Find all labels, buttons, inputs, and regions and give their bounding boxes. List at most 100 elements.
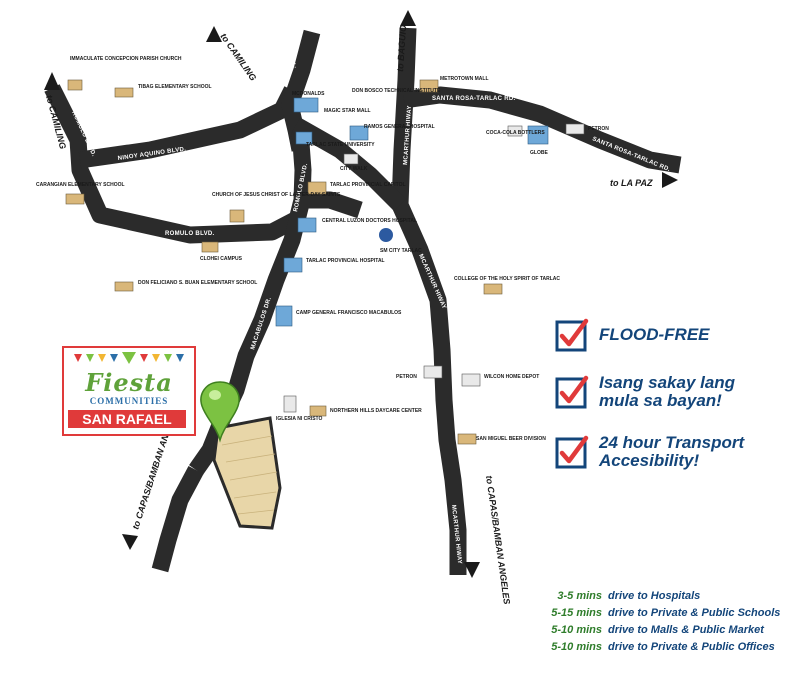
lot-line <box>225 453 276 463</box>
time-desc: drive to Malls & Public Market <box>608 624 764 636</box>
site-lot <box>212 416 282 530</box>
road-label-mcarthur-top: MCARTHUR HIWAY <box>403 105 413 165</box>
time-row: 3-5 mins drive to Hospitals <box>520 588 790 605</box>
road-santa-rosa <box>402 86 682 174</box>
time-row: 5-15 mins drive to Private & Public Scho… <box>520 605 790 622</box>
landmark-buildings <box>65 79 585 445</box>
building-icon <box>283 257 303 273</box>
time-value: 3-5 mins <box>557 590 602 602</box>
lm-petron-bottom: PETRON <box>396 374 417 380</box>
building-icon <box>201 241 219 253</box>
lm-city-walk: CITY WALK <box>340 166 368 172</box>
building-icon <box>114 87 134 98</box>
building-icon <box>419 79 439 93</box>
dest-capas-right: to CAPAS/BAMBAN ANGELES <box>484 475 512 605</box>
feature-flood-free: FLOOD-FREE <box>555 318 710 352</box>
lm-metrotown: METROTOWN MALL <box>440 76 489 82</box>
building-icon <box>307 181 327 195</box>
lm-mcdonalds: MCDONALDS <box>292 91 325 97</box>
lot-line <box>233 491 277 499</box>
building-icon <box>457 433 477 445</box>
lm-immaculate: IMMACULATE CONCEPCION PARISH CHURCH <box>70 56 182 62</box>
road-label-romulo-mid: ROMULO BLVD. <box>165 231 215 237</box>
time-value: 5-10 mins <box>551 641 602 653</box>
lm-sm: SM CITY TARLAC <box>380 248 422 254</box>
building-icon <box>297 217 317 233</box>
time-row: 5-10 mins drive to Malls & Public Market <box>520 622 790 639</box>
road-macabulos <box>151 466 204 573</box>
arrow-camiling-top-icon <box>206 26 222 42</box>
building-icon <box>423 365 443 379</box>
logo-subtitle: COMMUNITIES <box>89 396 169 406</box>
building-icon <box>283 395 297 413</box>
building-icon <box>565 123 585 135</box>
lm-clchs: CENTRAL LUZON DOCTORS HOSPITAL <box>322 218 417 224</box>
lm-tsu: TARLAC STATE UNIVERSITY <box>306 142 375 148</box>
building-icon <box>114 281 134 292</box>
feature-isang-sakay: Isang sakay lang mula sa bayan! <box>555 374 759 410</box>
time-desc: drive to Hospitals <box>608 590 701 602</box>
road-label-santa-rosa-top: SANTA ROSA-TARLAC RD. <box>432 96 516 102</box>
lm-petron-top: PETRON <box>588 126 609 132</box>
lm-capitol: TARLAC PROVINCIAL CAPITOL <box>330 182 406 188</box>
lm-coca-cola: COCA-COLA BOTTLERS <box>486 130 545 136</box>
lm-globe: GLOBE <box>530 150 548 156</box>
arrow-capas-right-icon <box>464 562 480 578</box>
lm-church-jesus: CHURCH OF JESUS CHRIST OF LATTER-DAY SAI… <box>212 192 341 198</box>
building-icon <box>275 305 293 327</box>
lm-tph: TARLAC PROVINCIAL HOSPITAL <box>306 258 385 264</box>
building-icon <box>295 131 313 145</box>
building-icon <box>507 125 523 137</box>
lm-don-bosco: DON BOSCO TECHNICAL INSTITUTE <box>352 88 441 94</box>
checkbox-checked-icon <box>555 435 589 469</box>
building-icon <box>229 209 245 223</box>
building-icon <box>309 405 327 417</box>
time-value: 5-15 mins <box>551 607 602 619</box>
time-row: 5-10 mins drive to Private & Public Offi… <box>520 639 790 656</box>
checkbox-checked-icon <box>555 318 589 352</box>
building-icon <box>483 283 503 295</box>
arrow-baguio-icon <box>400 10 416 26</box>
time-desc: drive to Private & Public Schools <box>608 607 781 619</box>
building-icon <box>65 193 85 205</box>
road-capitol <box>302 191 363 219</box>
feature-transport: 24 hour Transport Accesibility! <box>555 434 779 470</box>
lm-sanmig: SAN MIGUEL BEER DIVISION <box>476 436 546 442</box>
logo-location: SAN RAFAEL <box>68 410 186 428</box>
road-label-burgos: F. BURGOS ST. <box>251 48 297 70</box>
lm-wilcon: WILCON HOME DEPOT <box>484 374 539 380</box>
location-pin-icon <box>200 381 240 443</box>
checkbox-checked-icon <box>555 375 589 409</box>
lm-magic-star: MAGIC STAR MALL <box>324 108 371 114</box>
road-mcarthur <box>391 27 467 575</box>
building-icon <box>343 153 359 165</box>
travel-times: 3-5 mins drive to Hospitals 5-15 mins dr… <box>520 588 790 656</box>
dest-la-paz: to LA PAZ <box>610 178 653 188</box>
building-icon <box>349 125 369 141</box>
lm-don-feliciano: DON FELICIANO S. BUAN ELEMENTARY SCHOOL <box>138 280 257 286</box>
time-desc: drive to Private & Public Offices <box>608 641 775 653</box>
feature-label: FLOOD-FREE <box>599 325 710 344</box>
dest-baguio: to BAGUIO <box>395 25 408 73</box>
building-icon <box>293 97 319 113</box>
lot-line <box>229 471 278 481</box>
lm-northern-hills: NORTHERN HILLS DAYCARE CENTER <box>330 408 422 414</box>
lot-line <box>237 509 275 515</box>
lm-carangian: CARANGIAN ELEMENTARY SCHOOL <box>36 182 125 188</box>
fiesta-logo: Fiesta COMMUNITIES SAN RAFAEL <box>62 346 196 436</box>
lot-line <box>221 435 273 446</box>
arrow-la-paz-icon <box>662 172 678 188</box>
building-icon <box>527 125 549 145</box>
lm-ramos: RAMOS GENERAL HOSPITAL <box>364 124 435 130</box>
lm-holy-spirit: COLLEGE OF THE HOLY SPIRIT OF TARLAC <box>454 276 560 282</box>
road-romulo-left <box>44 84 299 244</box>
building-icon <box>461 373 481 387</box>
lm-tibag: TIBAG ELEMENTARY SCHOOL <box>138 84 212 90</box>
logo-wordmark: Fiesta <box>85 368 173 397</box>
feature-label: Isang sakay lang mula sa bayan! <box>599 373 736 410</box>
arrow-camiling-left-icon <box>44 72 60 90</box>
lm-clohei: CLOHEI CAMPUS <box>200 256 243 262</box>
building-icon <box>67 79 83 91</box>
time-value: 5-10 mins <box>551 624 602 636</box>
